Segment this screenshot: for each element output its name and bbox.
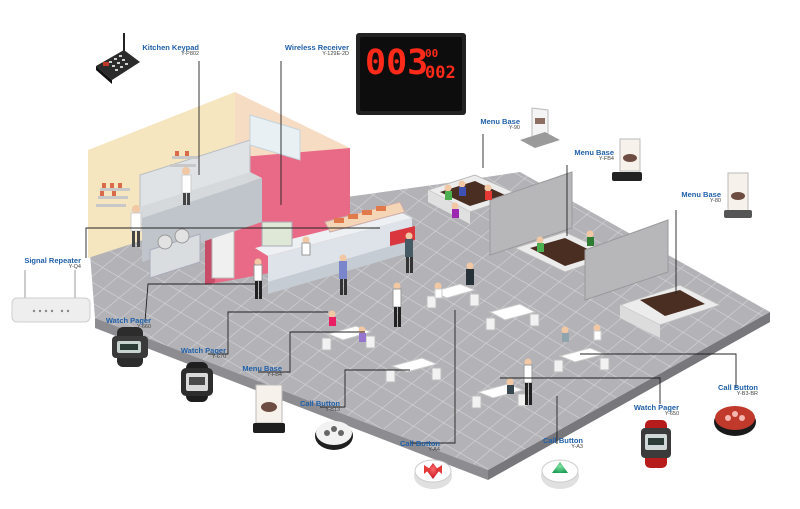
- label-menu-base-fb4-table: Menu Base Y-FB4: [242, 365, 282, 379]
- label-title: Kitchen Keypad: [142, 43, 199, 52]
- call-button-a3-device: [541, 459, 579, 489]
- label-model: Y-670: [211, 353, 226, 360]
- call-button-b13-device: [315, 421, 353, 450]
- label-title: Menu Base: [681, 190, 721, 199]
- label-model: Y-650: [664, 410, 679, 417]
- label-call-button-b3br: Call Button Y-B3-BR: [718, 384, 758, 398]
- label-call-button-a4: Call Button Y-A4: [400, 440, 440, 454]
- watch-pager-670-device: [181, 362, 213, 402]
- label-watch-pager-670: Watch Pager Y-670: [181, 347, 226, 361]
- label-title: Wireless Receiver: [284, 43, 349, 52]
- booth-3: [618, 284, 722, 338]
- staff: [253, 232, 533, 405]
- label-title: Call Button: [543, 436, 583, 445]
- label-title: Call Button: [300, 399, 340, 408]
- label-model: Y-80: [709, 197, 721, 204]
- label-watch-pager-660: Watch Pager Y-660: [106, 317, 151, 331]
- label-model: Y-129E-2D: [322, 50, 349, 57]
- label-model: Y-B3-BR: [736, 390, 758, 397]
- label-menu-base-y80: Menu Base Y-80: [681, 191, 721, 205]
- chef-figure: [181, 167, 192, 205]
- call-button-b3br-device: [714, 406, 756, 436]
- label-title: Watch Pager: [180, 346, 226, 355]
- kitchen-keypad-device: [96, 33, 140, 84]
- menu-base-yfb4-device: [612, 138, 642, 181]
- label-model: Y-A3: [571, 443, 583, 450]
- label-title: Watch Pager: [105, 316, 151, 325]
- label-model: Y-660: [136, 323, 151, 330]
- menu-base-y90-device: [520, 107, 560, 148]
- signal-repeater-device: [11, 270, 91, 323]
- label-wireless-receiver: Wireless Receiver Y-129E-2D: [285, 44, 349, 58]
- label-model: Y-Q4: [68, 263, 81, 270]
- label-title: Call Button: [718, 383, 758, 392]
- kitchen-area: [88, 92, 350, 285]
- label-menu-base-yfb4: Menu Base Y-FB4: [574, 149, 614, 163]
- watch-pager-650-device: [641, 420, 671, 468]
- label-watch-pager-650: Watch Pager Y-650: [634, 404, 679, 418]
- led-main-digits: 003: [365, 43, 428, 83]
- label-model: Y-P802: [181, 50, 199, 57]
- label-model: Y-90: [508, 124, 520, 131]
- label-menu-base-y90: Menu Base Y-90: [480, 118, 520, 132]
- label-title: Signal Repeater: [24, 256, 81, 265]
- label-call-button-b13: Call Button Y-B13: [300, 400, 340, 414]
- led-display: 003 00 002: [356, 33, 466, 115]
- led-small-digits: 00: [425, 47, 438, 60]
- label-model: Y-B13: [325, 406, 340, 413]
- cook-figure: [130, 205, 142, 247]
- watch-pager-660-device: [112, 327, 148, 367]
- call-button-a4-device: [414, 459, 452, 489]
- menu-base-y80-device: [724, 172, 752, 218]
- label-signal-repeater: Signal Repeater Y-Q4: [24, 257, 81, 271]
- label-title: Menu Base: [574, 148, 614, 157]
- label-title: Watch Pager: [633, 403, 679, 412]
- menu-base-fb4-table-device: [253, 384, 285, 433]
- label-model: Y-FB4: [598, 155, 614, 162]
- label-model: Y-A4: [428, 446, 440, 453]
- led-sub-digits: 002: [425, 63, 456, 83]
- label-title: Menu Base: [242, 364, 282, 373]
- label-kitchen-keypad: Kitchen Keypad Y-P802: [142, 44, 199, 58]
- label-title: Call Button: [400, 439, 440, 448]
- leader-lines: [85, 61, 737, 444]
- diners: [328, 180, 602, 394]
- label-call-button-a3: Call Button Y-A3: [543, 437, 583, 451]
- label-title: Menu Base: [480, 117, 520, 126]
- label-model: Y-FB4: [266, 371, 282, 378]
- partitions: [489, 171, 669, 301]
